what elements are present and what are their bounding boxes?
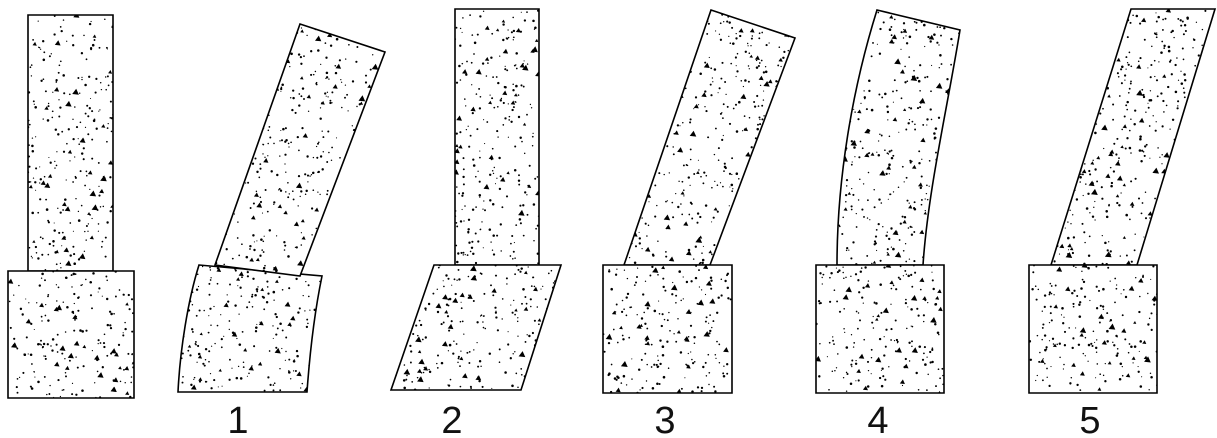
aggregate-texture xyxy=(603,265,732,393)
mode-1-base xyxy=(177,264,323,393)
aggregate-texture xyxy=(455,9,539,265)
aggregate-texture xyxy=(8,271,134,398)
mode-4-label: 4 xyxy=(867,400,888,438)
mode-4-base xyxy=(815,264,945,394)
mode-3-specimen: 3 xyxy=(602,8,797,438)
mode-2-specimen: 2 xyxy=(389,8,563,438)
mode-5-specimen: 5 xyxy=(1028,8,1217,438)
aggregate-texture xyxy=(816,265,944,393)
reference-column xyxy=(27,14,114,272)
mode-2-label: 2 xyxy=(441,400,462,438)
mode-1-label: 1 xyxy=(227,400,248,438)
mode-5-column xyxy=(1049,8,1217,266)
mode-5-label: 5 xyxy=(1079,400,1100,438)
mode-3-label: 3 xyxy=(654,400,675,438)
aggregate-texture xyxy=(28,15,113,271)
reference-base xyxy=(7,270,135,399)
mode-2-column xyxy=(454,8,540,266)
mode-4-specimen: 4 xyxy=(815,9,961,438)
mode-5-base xyxy=(1028,264,1158,394)
mode-2-base xyxy=(389,264,563,391)
reference-specimen xyxy=(7,14,135,399)
mode-3-column xyxy=(622,8,797,266)
mode-3-base xyxy=(602,264,733,394)
mode-4-column xyxy=(836,9,961,266)
aggregate-texture xyxy=(1029,265,1157,391)
mode-1-specimen: 1 xyxy=(177,22,387,438)
mode-1-column xyxy=(213,22,387,277)
